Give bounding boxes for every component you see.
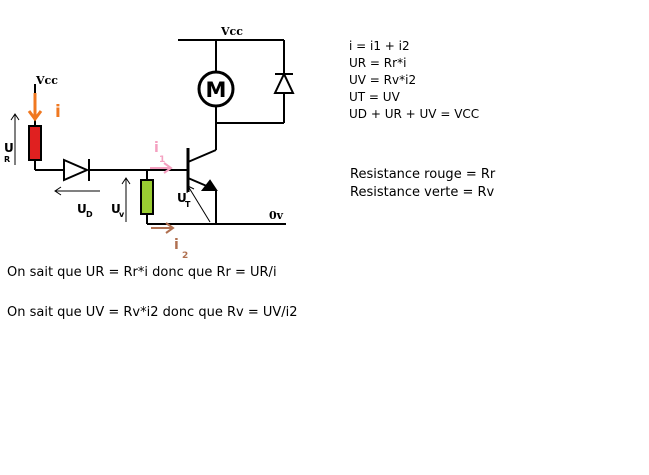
equations-block: i = i1 + i2 UR = Rr*i UV = Rv*i2 UT = UV… <box>349 38 479 123</box>
series-diode-triangle <box>63 158 90 182</box>
equation-line: UR = Rr*i <box>349 56 407 70</box>
red-resistor <box>28 125 42 161</box>
conclusion-line: On sait que UV = Rv*i2 donc que Rv = UV/… <box>7 305 298 320</box>
voltage-uv-subscript: v <box>119 210 125 219</box>
ut-arrow-head <box>186 185 195 194</box>
series-diode <box>63 158 90 182</box>
equation-line: UV = Rv*i2 <box>349 73 417 87</box>
motor-label: M <box>206 78 227 102</box>
motor-symbol: M <box>197 70 235 108</box>
voltage-ur-subscript: R <box>4 155 10 164</box>
current-i1-letter: i <box>154 140 159 156</box>
conclusions-block: On sait que UR = Rr*i donc que Rr = UR/i… <box>7 264 298 322</box>
equation-line: UT = UV <box>349 90 400 104</box>
emitter-arrow <box>200 179 218 191</box>
current-i2-arrow <box>151 222 175 234</box>
current-i-head <box>27 110 43 122</box>
current-i1-head <box>163 162 173 174</box>
current-i2-subscript: 2 <box>182 251 188 261</box>
motor-circle <box>197 70 235 108</box>
voltage-ud-subscript: D <box>86 210 93 219</box>
command-circuit-wires <box>34 84 286 225</box>
voltage-ud-letter: U <box>77 202 87 216</box>
current-i2-head <box>165 222 175 234</box>
current-i1-label: i 1 <box>154 140 165 165</box>
line-spacer <box>7 282 298 304</box>
equation-line: UD + UR + UV = VCC <box>349 107 480 121</box>
equation-line: i = i1 + i2 <box>349 39 410 53</box>
resistor-legend: Resistance rouge = Rr Resistance verte =… <box>350 166 495 202</box>
voltage-ud-label: U D <box>77 202 93 219</box>
legend-line: Resistance verte = Rv <box>350 185 495 200</box>
current-i-label: i <box>55 102 61 122</box>
current-i-arrow <box>27 93 43 122</box>
uv-arrow-head <box>121 177 131 185</box>
voltage-ut-subscript: T <box>185 200 191 209</box>
voltage-uv-label: U v <box>111 202 125 219</box>
voltage-ut-letter: U <box>177 191 187 205</box>
ut-arrow-line <box>187 185 211 223</box>
current-i1-arrow <box>150 162 173 174</box>
transistor-collector-lead <box>187 149 217 163</box>
voltage-ur-letter: U <box>4 141 14 155</box>
vcc-left-label: Vcc <box>35 74 58 87</box>
vcc-top-label: Vcc <box>220 25 243 38</box>
current-i1-subscript: 1 <box>159 155 165 165</box>
conclusion-line: On sait que UR = Rr*i donc que Rr = UR/i <box>7 265 277 280</box>
current-i2-letter: i <box>174 237 179 253</box>
green-resistor <box>140 179 154 215</box>
current-i2-label: i 2 <box>174 237 188 261</box>
ud-arrow-head <box>54 186 62 196</box>
voltage-arrows <box>10 113 211 223</box>
voltage-ur-label: U R <box>4 141 14 164</box>
legend-line: Resistance rouge = Rr <box>350 167 496 182</box>
voltage-uv-letter: U <box>111 202 121 216</box>
ground-label: 0v <box>269 209 284 222</box>
voltage-ut-label: U T <box>177 191 191 209</box>
transistor-symbol <box>186 148 218 224</box>
ur-arrow-head <box>10 113 20 121</box>
freewheel-diode-triangle <box>273 71 295 94</box>
freewheel-diode <box>273 71 295 94</box>
